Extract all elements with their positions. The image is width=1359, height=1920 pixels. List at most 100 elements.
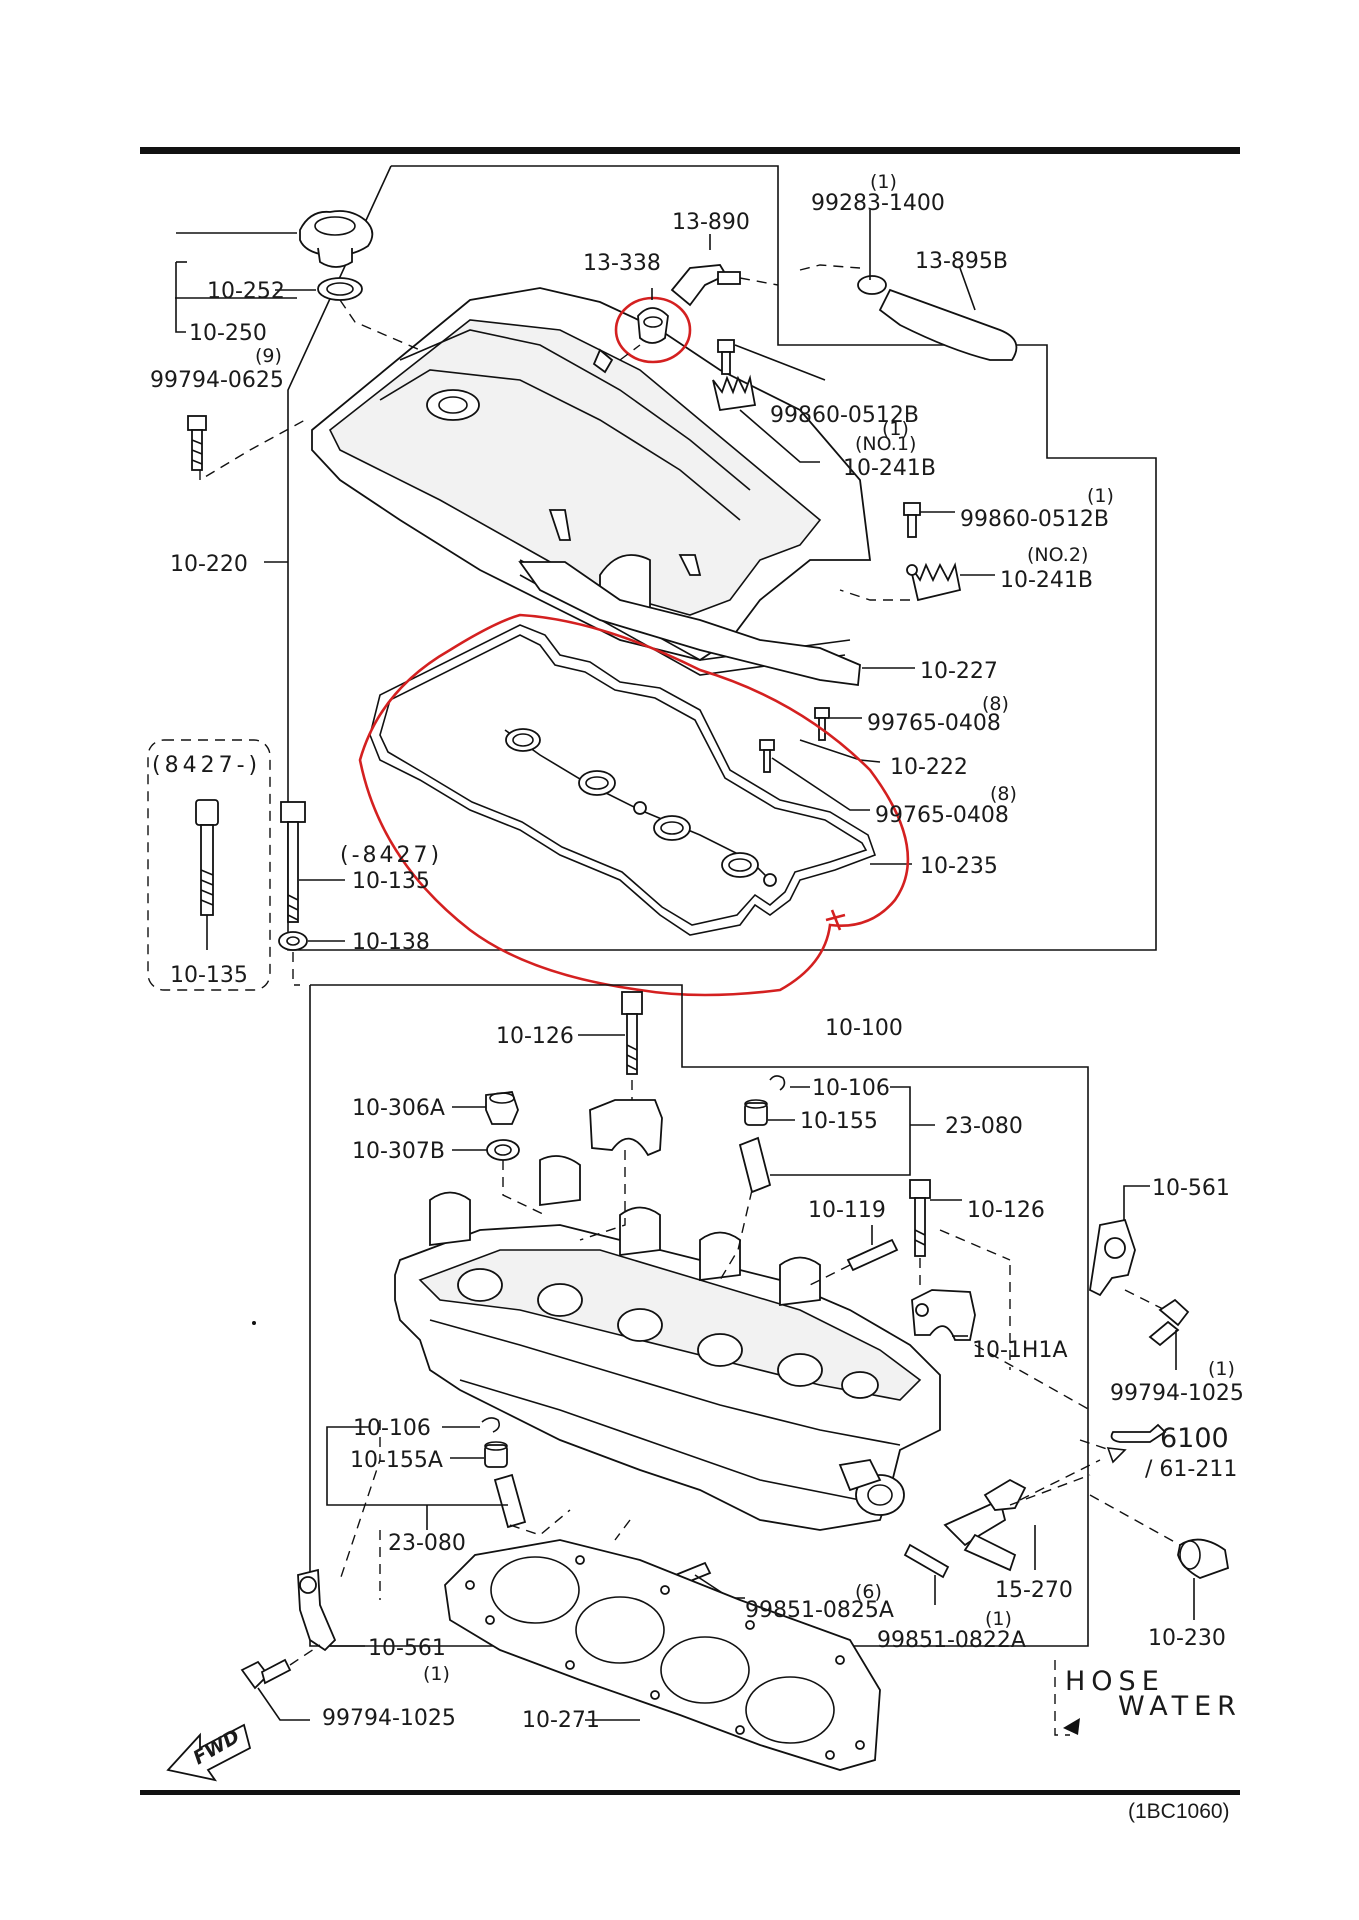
camshaft-cap	[589, 1099, 663, 1157]
clip-10-106-a	[769, 1075, 786, 1091]
hose-water-bracket	[1054, 1660, 1070, 1736]
label-99794-0625: 99794-0625	[150, 368, 284, 393]
label-10-241b-a: 10-241B	[843, 456, 936, 481]
top-rule	[140, 147, 1240, 154]
label-13-890: 13-890	[672, 210, 750, 235]
hanger-10-561-a	[1089, 1218, 1136, 1297]
label-10-250: 10-250	[189, 321, 267, 346]
serial-range-box	[147, 739, 271, 991]
label-10-220: 10-220	[170, 552, 248, 577]
label-13-338: 13-338	[583, 251, 661, 276]
fwd-arrow-icon	[166, 1723, 252, 1782]
stud-99851-0822a	[903, 1543, 950, 1579]
qty-1-c: (1)	[1087, 485, 1114, 507]
label-99794-1025-b: 99794-1025	[322, 1706, 456, 1731]
qty-9: (9)	[255, 345, 282, 367]
label-10-306a: 10-306A	[352, 1096, 445, 1121]
label-10-241b-b: 10-241B	[1000, 568, 1093, 593]
water-fitting-15-270	[943, 1478, 1027, 1572]
gasket-10-227	[518, 561, 861, 687]
ref-61-211: / 61-211	[1145, 1457, 1237, 1482]
bolt-99765-0408-a	[814, 707, 830, 741]
valve-seal-10-155	[744, 1099, 768, 1126]
label-10-271: 10-271	[522, 1708, 600, 1733]
label-serial-minus: (-8427)	[340, 843, 442, 868]
hose-arrow-icon	[1063, 1718, 1080, 1735]
seal-10-307b	[486, 1139, 520, 1161]
label-serial-box: (8427-)	[152, 753, 261, 778]
pcv-grommet	[637, 307, 669, 344]
label-10-227: 10-227	[920, 659, 998, 684]
label-10-135-b: 10-135	[170, 963, 248, 988]
qty-1-f: (1)	[423, 1663, 450, 1685]
bolt-10-135	[280, 801, 306, 923]
qty-1-e: (1)	[985, 1608, 1012, 1630]
label-10-307b: 10-307B	[352, 1139, 445, 1164]
hand-pointer-icon	[1110, 1423, 1167, 1443]
label-99283-1400: 99283-1400	[811, 191, 945, 216]
label-10-561-a: 10-561	[1152, 1176, 1230, 1201]
label-water: WATER	[1118, 1691, 1242, 1722]
diagram-code: (1BC1060)	[1128, 1800, 1230, 1823]
label-10-126-b: 10-126	[967, 1198, 1045, 1223]
label-10-230: 10-230	[1148, 1626, 1226, 1651]
qty-8-a: (8)	[982, 693, 1009, 715]
label-10-235: 10-235	[920, 854, 998, 879]
cap-10-1h1a	[911, 1289, 976, 1341]
ventilation-hose	[878, 288, 1018, 361]
label-10-155a: 10-155A	[350, 1448, 443, 1473]
label-10-252: 10-252	[207, 279, 285, 304]
bolt-10-126-a	[621, 991, 643, 1075]
ref-6100: 6100	[1160, 1423, 1229, 1454]
bolt-10-126-b	[909, 1179, 931, 1257]
label-13-895b: 13-895B	[915, 249, 1008, 274]
bolt-99860-0512b-b	[903, 502, 921, 538]
label-no2: (NO.2)	[1027, 544, 1088, 566]
label-10-106-a: 10-106	[812, 1076, 890, 1101]
qty-1-a: (1)	[870, 171, 897, 193]
stud-10-119	[846, 1238, 899, 1272]
label-99794-1025-a: 99794-1025	[1110, 1381, 1244, 1406]
label-99851-0825a: 99851-0825A	[745, 1598, 894, 1623]
cylinder-head	[394, 1155, 941, 1531]
label-10-138: 10-138	[352, 930, 430, 955]
label-10-126-a: 10-126	[496, 1024, 574, 1049]
valve-seal-10-155a	[484, 1441, 508, 1468]
label-23-080-b: 23-080	[388, 1531, 466, 1556]
label-15-270: 15-270	[995, 1578, 1073, 1603]
bracket-10-241b-no1	[712, 374, 757, 412]
label-99851-0822a: 99851-0822A	[877, 1628, 1026, 1653]
bolt-99794-1025-a	[1148, 1298, 1190, 1347]
label-99860-0512b-b: 99860-0512B	[960, 507, 1109, 532]
label-10-119: 10-119	[808, 1198, 886, 1223]
hose-clamp	[857, 275, 887, 295]
head-group-frame	[309, 984, 1089, 1647]
bolt-99794-0625	[187, 415, 207, 471]
plug-10-230	[1177, 1538, 1230, 1579]
pcv-valve	[670, 264, 741, 307]
clip-10-106-b	[481, 1417, 500, 1433]
filler-cap-gasket	[317, 277, 363, 301]
highlight-circle-pcv	[614, 296, 692, 364]
cylinder-head-cover	[311, 287, 872, 676]
label-99765-0408-b: 99765-0408	[875, 803, 1009, 828]
label-10-135-a: 10-135	[352, 869, 430, 894]
head-cover-gasket	[369, 624, 877, 936]
cylinder-head-gasket	[444, 1539, 881, 1771]
bolt-99765-0408-b	[759, 739, 775, 773]
washer-10-138	[278, 931, 308, 951]
bracket-10-241b-no2	[906, 562, 962, 602]
label-23-080-a: 23-080	[945, 1114, 1023, 1139]
label-99860-0512b-a: 99860-0512B	[770, 403, 919, 428]
label-10-100: 10-100	[825, 1016, 903, 1041]
ref-arrow-icon	[1106, 1447, 1127, 1464]
label-hose: HOSE	[1065, 1666, 1165, 1697]
qty-8-b: (8)	[990, 783, 1017, 805]
plug-10-306a	[485, 1091, 519, 1125]
speck	[252, 1321, 256, 1325]
bolt-99794-1025-b	[240, 1658, 292, 1690]
valve-guide-23-080	[738, 1136, 772, 1194]
label-no1: (NO.1)	[855, 433, 916, 455]
label-10-1h1a: 10-1H1A	[972, 1338, 1068, 1363]
